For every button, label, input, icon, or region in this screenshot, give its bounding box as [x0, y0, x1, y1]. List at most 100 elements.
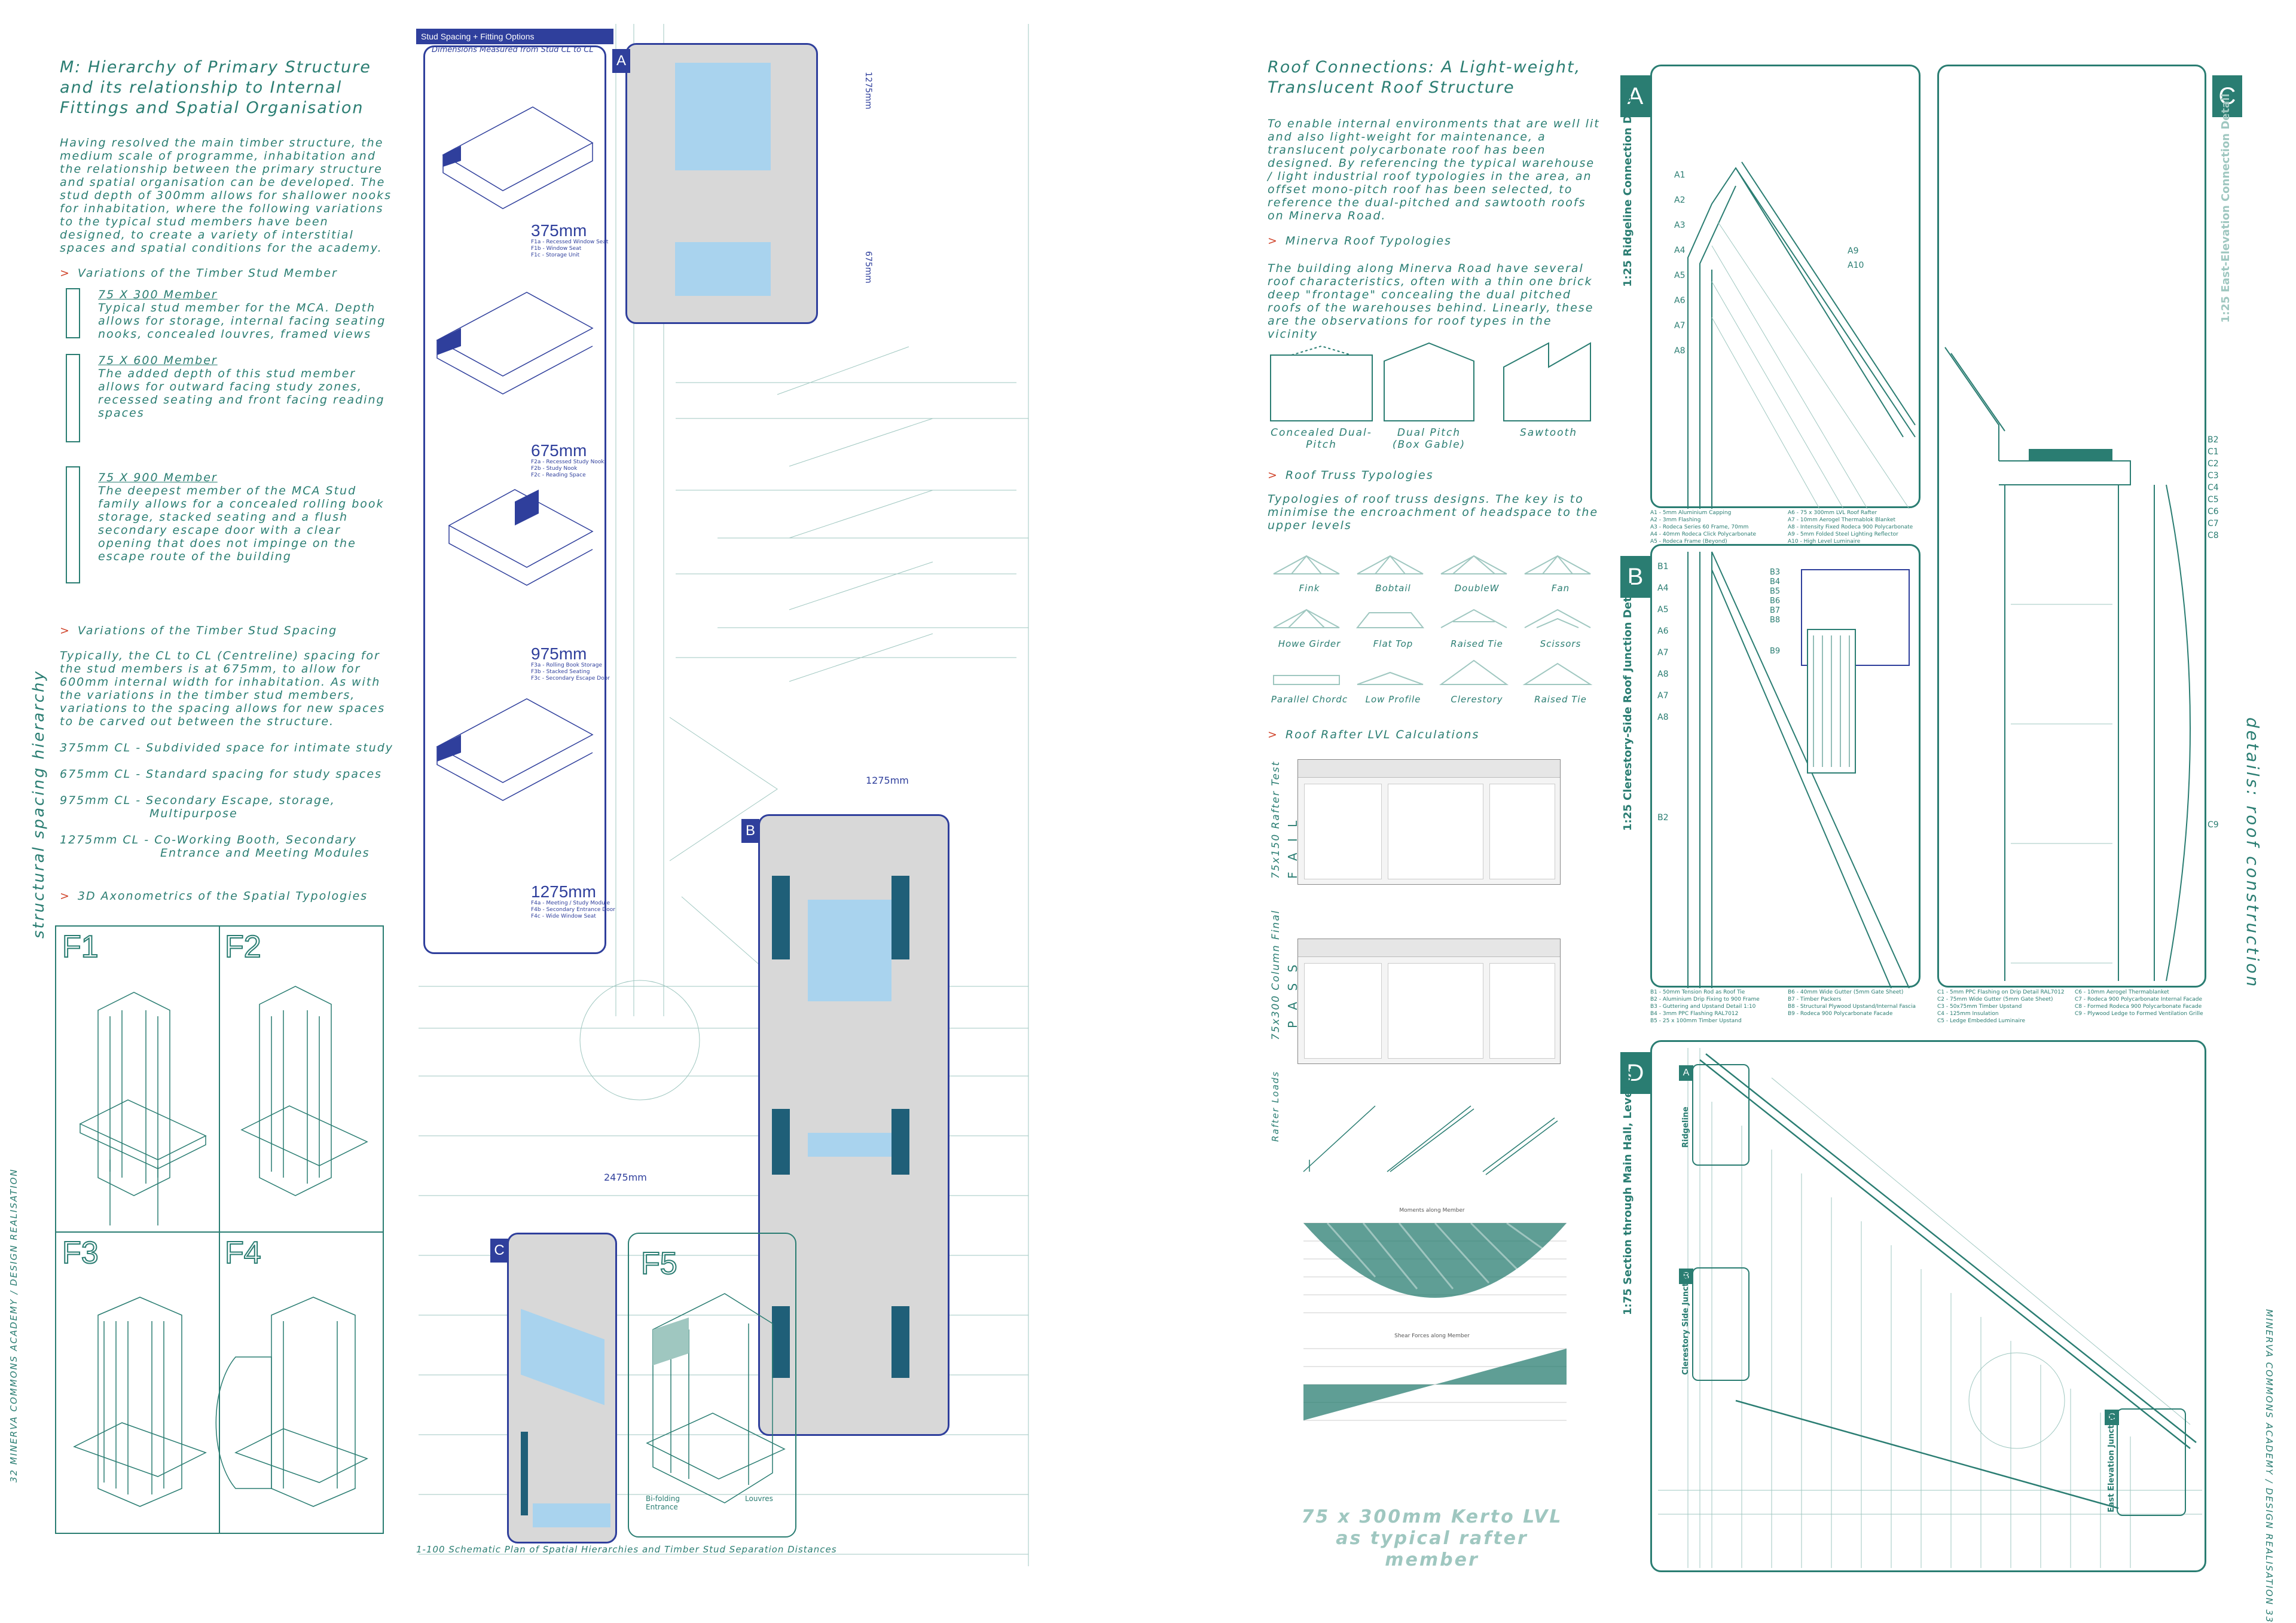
f2-label: F2 [224, 929, 262, 965]
plan-linework [419, 24, 1029, 1566]
detail-tag-c: C [2212, 75, 2242, 117]
rafter-loads-label: Rafter Loads [1270, 1070, 1281, 1142]
detail-d [1650, 1040, 2206, 1572]
size-675: 675mm [531, 441, 587, 460]
stud-spacing-sub: Dimensions Measured from Stud CL to CL [432, 45, 594, 54]
truss-icons [1273, 555, 1593, 685]
detail-b [1650, 544, 1921, 989]
right-sec-rafter: >Roof Rafter LVL Calculations [1268, 728, 1480, 741]
plan-tag-a: A [612, 49, 630, 73]
d-clerestory-label: Clerestory Side Junction [1681, 1269, 1690, 1375]
detail-tag-b: B [1620, 556, 1650, 598]
d-callout-east [2117, 1408, 2186, 1516]
detail-a [1650, 65, 1921, 509]
calc-window-2 [1297, 939, 1561, 1064]
f4-label: F4 [224, 1235, 262, 1271]
dim-1275-b: 1275mm [866, 775, 909, 786]
detail-tag-a: A [1620, 75, 1650, 117]
plan-box-f5: F5 [628, 1233, 796, 1538]
lvl-caption: 75 x 300mm Kerto LVL as typical rafter m… [1301, 1506, 1563, 1570]
member-900: 75 X 900 Member The deepest member of th… [98, 471, 384, 563]
d-callout-ridge [1692, 1064, 1750, 1166]
right-sec-truss: >Roof Truss Typologies [1268, 469, 1434, 482]
dim-2475: 2475mm [604, 1172, 647, 1183]
plan-box-a [625, 43, 818, 324]
shear-chart [1303, 1348, 1567, 1421]
detail-b-drawing [1687, 551, 1910, 989]
moments-title: Moments along Member [1399, 1208, 1465, 1214]
detail-c-legend: C1 - 5mm PPC Flashing on Drip Detail RAL… [1937, 989, 2203, 1024]
right-sec-typologies: >Minerva Roof Typologies [1268, 234, 1452, 247]
f1-label: F1 [62, 929, 99, 965]
stud-spacing-tag: Stud Spacing + Fitting Options [416, 29, 613, 44]
member-600: 75 X 600 Member The added depth of this … [98, 354, 385, 420]
right-side-title: details: roof construction [2243, 717, 2263, 989]
truss-text: Typologies of roof truss designs. The ke… [1268, 493, 1599, 532]
detail-a-drawing [1687, 161, 1916, 509]
d-callout-clerestory-tag: B [1679, 1269, 1693, 1284]
member-600-icon [66, 354, 80, 442]
f5-label: F5 [640, 1246, 678, 1282]
louvres-label: Louvres [745, 1494, 773, 1503]
roof-type-concealed: Concealed Dual-Pitch [1271, 427, 1372, 451]
member-300: 75 X 300 Member Typical stud member for … [98, 288, 386, 341]
axo-grid: F1 F2 F3 F4 [55, 925, 384, 1534]
detail-c-label-c9: C9 [2208, 820, 2219, 830]
d-ridge-label: Ridgeline [1681, 1107, 1690, 1148]
right-intro: To enable internal environments that are… [1268, 117, 1600, 222]
column-final-label: 75x300 Column Final [1270, 909, 1282, 1040]
bifold-label: Bi-folding Entrance [646, 1494, 680, 1511]
plan-box-b [758, 814, 949, 1436]
roof-type-sawtooth: Sawtooth [1519, 427, 1578, 439]
roof-type-icons [1270, 342, 1591, 421]
plan-caption: 1-100 Schematic Plan of Spatial Hierarch… [416, 1544, 837, 1555]
f5-axo [646, 1293, 786, 1503]
left-sec-spacing: >Variations of the Timber Stud Spacing [60, 624, 338, 637]
stud-axos [436, 106, 594, 801]
detail-tag-d: D [1620, 1052, 1650, 1094]
left-sec-members: >Variations of the Timber Stud Member [60, 267, 338, 280]
detail-a-title: 1:25 Ridgeline Connection Detail [1622, 87, 1634, 287]
right-heading: Roof Connections: A Light-weight, Transl… [1268, 58, 1581, 97]
d-callout-ridge-tag: A [1679, 1065, 1693, 1081]
right-page-footer: MINERVA COMMONS ACADEMY / DESIGN REALISA… [2264, 1309, 2274, 1623]
left-heading: M: Hierarchy of Primary Structure and it… [60, 58, 371, 117]
size-1275: 1275mm [531, 882, 596, 901]
shear-title: Shear Forces along Member [1394, 1333, 1470, 1339]
detail-c-title: 1:25 East-Elevation Connection Detail [2219, 93, 2232, 323]
left-intro: Having resolved the main timber structur… [60, 136, 392, 255]
detail-d-title: 1:75 Section through Main Hall, Level 02 [1622, 1068, 1634, 1315]
plan-box-c [507, 1233, 617, 1543]
member-300-icon [66, 288, 80, 338]
detail-c-drawing [1944, 347, 2191, 982]
detail-b-title: 1:25 Clerestory-Side Roof Junction Detai… [1622, 582, 1634, 831]
rafter-load-diagrams [1303, 1105, 1558, 1175]
spacing-text: Typically, the CL to CL (Centreline) spa… [60, 649, 386, 728]
dim-675-a: 675mm [863, 251, 873, 283]
member-900-icon [66, 466, 80, 583]
calc-window-1 [1297, 759, 1561, 885]
detail-d-drawing [1658, 1048, 2202, 1568]
size-375: 375mm [531, 221, 587, 240]
size-975: 975mm [531, 644, 587, 663]
f3-label: F3 [62, 1235, 99, 1271]
plan-tag-b: B [741, 819, 759, 843]
detail-c [1937, 65, 2206, 988]
d-east-label: East Elevation Junction [2107, 1411, 2116, 1512]
left-sec-axo: >3D Axonometrics of the Spatial Typologi… [60, 890, 368, 903]
axo-drawings [73, 986, 368, 1507]
detail-b-label-b2: B2 [1657, 813, 1669, 823]
rafter-test-label: 75x150 Rafter Test [1270, 760, 1282, 879]
typologies-text: The building along Minerva Road have sev… [1268, 262, 1594, 341]
